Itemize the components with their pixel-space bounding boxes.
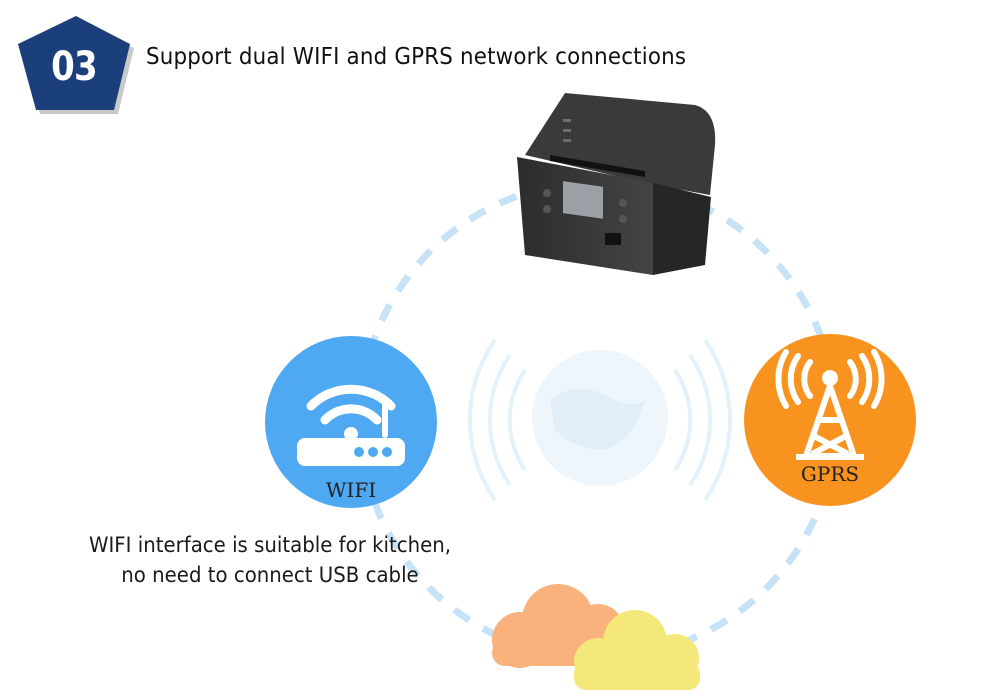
- step-number: 03: [51, 44, 97, 90]
- gprs-label: GPRS: [800, 462, 860, 486]
- gprs-circle: GPRS: [744, 334, 916, 506]
- signal-globe-icon: [467, 338, 733, 502]
- page-title: Support dual WIFI and GPRS network conne…: [146, 44, 687, 70]
- receipt-printer-image: [517, 93, 716, 275]
- cell-tower-icon: [775, 349, 885, 460]
- wifi-label: WIFI: [325, 478, 377, 502]
- description-line-1: WIFI interface is suitable for kitchen,: [88, 533, 452, 557]
- wifi-router-icon: [297, 384, 405, 466]
- step-badge: 03: [18, 14, 140, 118]
- feature-description: WIFI interface is suitable for kitchen, …: [44, 530, 495, 590]
- wifi-circle: WIFI: [265, 336, 437, 508]
- description-line-2: no need to connect USB cable: [121, 563, 419, 587]
- cloud-icon: [492, 584, 700, 690]
